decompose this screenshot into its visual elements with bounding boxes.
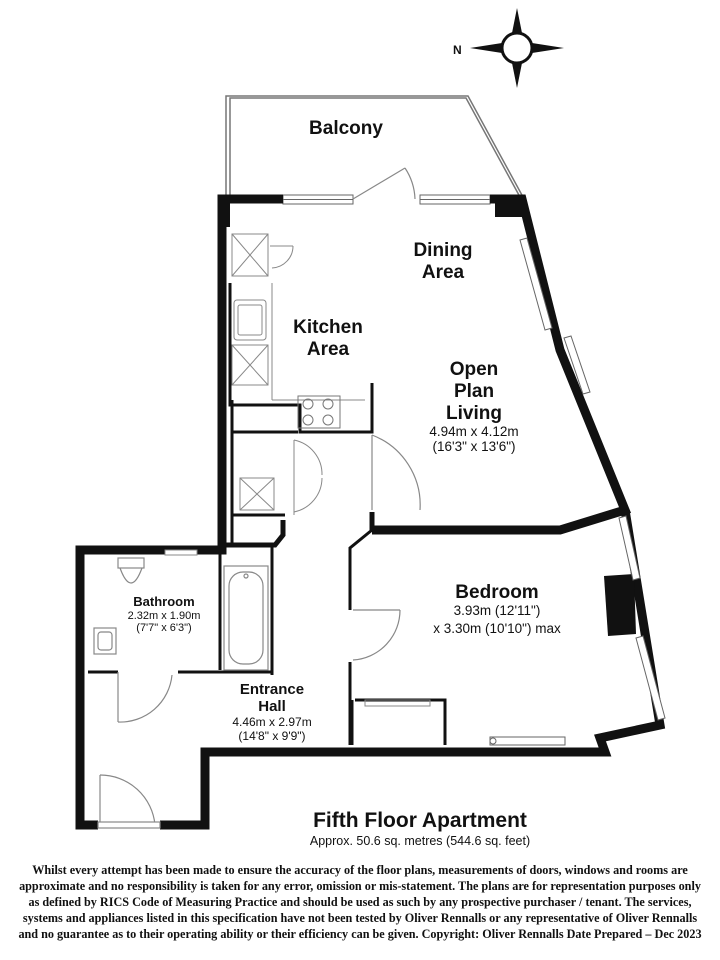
- bathroom-door: [117, 672, 173, 723]
- hall-label: Entrance: [240, 681, 304, 698]
- bedroom-dimensions: 3.93m (12'11"): [454, 603, 541, 618]
- balcony-label: Balcony: [309, 118, 383, 139]
- balcony-outline: [225, 95, 524, 198]
- bedroom-pillar: [604, 574, 636, 636]
- compass-north-label: N: [453, 43, 462, 57]
- bathroom-label: Bathroom: [133, 594, 194, 609]
- corner-pillar: [495, 197, 525, 217]
- kitchen-label: Kitchen: [293, 317, 363, 338]
- bath-icon: [223, 565, 269, 671]
- hall-dimensions-imperial: (14'8" x 9'9"): [238, 729, 305, 743]
- plan-title: Fifth Floor Apartment: [313, 809, 527, 832]
- living-dimensions: 4.94m x 4.12m: [429, 424, 518, 439]
- external-walls: [75, 194, 666, 830]
- dining-label: Area: [422, 262, 465, 283]
- bedroom-label: Bedroom: [455, 582, 538, 603]
- bedroom-door: [352, 609, 401, 661]
- hob-icon: [297, 395, 341, 429]
- toilet-icon: [117, 557, 145, 584]
- kitchen-units: [231, 233, 365, 401]
- living-dimensions-imperial: (16'3" x 13'6"): [432, 439, 515, 454]
- windows-east: [519, 237, 666, 721]
- disclaimer-text: Whilst every attempt has been made to en…: [18, 863, 702, 941]
- hall-label: Hall: [258, 698, 286, 715]
- wardrobe: [364, 699, 431, 707]
- balcony-windows: [282, 194, 491, 205]
- plan-area: Approx. 50.6 sq. metres (544.6 sq. feet): [310, 834, 530, 848]
- hall-dimensions: 4.46m x 2.97m: [232, 715, 311, 729]
- compass-rose-icon: [470, 8, 564, 88]
- storage-cupboard: [239, 439, 323, 515]
- bathroom-dimensions: 2.32m x 1.90m: [128, 610, 201, 622]
- cupboard-door: [270, 245, 294, 269]
- dining-label: Dining: [413, 240, 472, 261]
- bathroom-dimensions-imperial: (7'7" x 6'3"): [136, 622, 191, 634]
- internal-walls: [88, 283, 447, 745]
- balcony-door: [352, 167, 416, 200]
- living-label: Plan: [454, 381, 494, 402]
- entrance-door[interactable]: [97, 774, 161, 829]
- kitchen-sink-icon: [233, 299, 267, 341]
- bathroom-vent: [164, 549, 198, 556]
- bedroom-dimensions-max: x 3.30m (10'10") max: [433, 621, 561, 636]
- living-label: Living: [446, 403, 502, 424]
- living-label: Open: [450, 359, 499, 380]
- window-south: [489, 736, 566, 746]
- kitchen-label: Area: [307, 339, 350, 360]
- basin-icon: [93, 627, 117, 655]
- living-room-door: [371, 434, 421, 511]
- corner-pillar: [218, 197, 230, 227]
